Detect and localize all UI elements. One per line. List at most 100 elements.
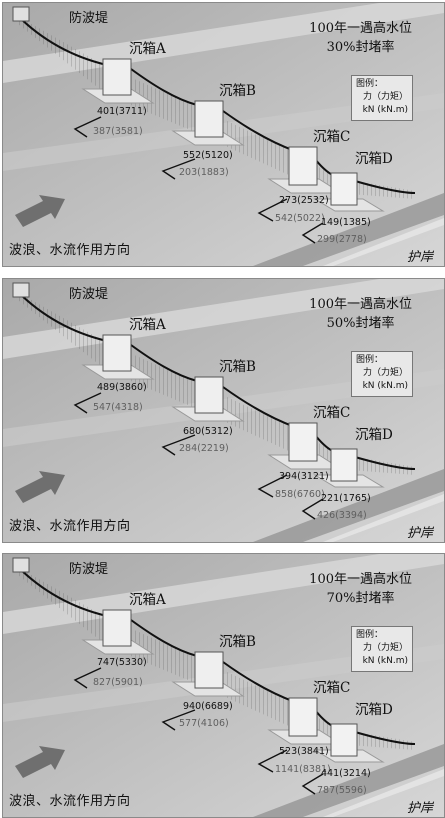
caisson-a-block	[102, 58, 132, 96]
force-arrows	[73, 667, 324, 795]
caisson-d-block	[330, 448, 358, 482]
wave-arrow-icon	[15, 746, 65, 778]
caisson-b-force: 552(5120)	[183, 150, 233, 161]
breakwater-label: 防波堤	[69, 562, 109, 577]
title-line-2: 30%封堵率	[326, 40, 395, 55]
caisson-a-block	[102, 609, 132, 647]
caisson-d-label: 沉箱D	[355, 151, 393, 167]
caisson-b-block	[194, 651, 224, 689]
caisson-a-label: 沉箱A	[129, 317, 166, 333]
legend-title: 图例：	[356, 630, 384, 640]
scenario-panel-2: 防波堤 100年一遇高水位 50%封堵率 图例： 力（力矩） kN (kN.m)…	[2, 278, 445, 543]
force-arrows	[73, 116, 324, 244]
caisson-d-force-alt: 299(2778)	[317, 234, 367, 245]
scenario-panel-1: 防波堤 100年一遇高水位 30%封堵率 图例： 力（力矩） kN (kN.m)…	[2, 2, 445, 267]
title-line-2: 70%封堵率	[326, 591, 395, 606]
legend-row-units: kN (kN.m)	[362, 656, 408, 666]
scenario-panel-3: 防波堤 100年一遇高水位 70%封堵率 图例： 力（力矩） kN (kN.m)…	[2, 553, 445, 818]
title-line-1: 100年一遇高水位	[309, 21, 412, 36]
cable	[16, 290, 416, 470]
shore-label: 护岸	[407, 801, 434, 816]
scene-illustration	[3, 554, 444, 817]
caisson-d-block	[330, 172, 358, 206]
panel-title: 100年一遇高水位 50%封堵率	[309, 295, 412, 333]
breakwater-post	[12, 6, 30, 22]
breakwater-label: 防波堤	[69, 11, 109, 26]
caisson-b-force-alt: 203(1883)	[179, 167, 229, 178]
shore-bands	[253, 193, 444, 266]
caisson-b-force-alt: 577(4106)	[179, 718, 229, 729]
caisson-a-force-alt: 827(5901)	[93, 677, 143, 688]
caisson-a-block	[102, 334, 132, 372]
title-line-1: 100年一遇高水位	[309, 572, 412, 587]
shore-bands	[303, 215, 444, 266]
caisson-d-block	[330, 723, 358, 757]
legend-row-force: 力（力矩）	[362, 643, 408, 653]
shore-label: 护岸	[407, 526, 434, 541]
legend-row-units: kN (kN.m)	[362, 381, 408, 391]
caisson-c-force: 273(2532)	[279, 195, 329, 206]
legend-box: 图例： 力（力矩） kN (kN.m)	[351, 626, 413, 672]
title-line-2: 50%封堵率	[326, 316, 395, 331]
caisson-a-label: 沉箱A	[129, 592, 166, 608]
legend-row-force: 力（力矩）	[362, 92, 408, 102]
shore-bands	[253, 744, 444, 817]
scene-illustration	[3, 279, 444, 542]
legend-row-units: kN (kN.m)	[362, 105, 408, 115]
caisson-a-force: 489(3860)	[97, 382, 147, 393]
caisson-c-force-alt: 858(6760)	[275, 489, 325, 500]
caisson-b-label: 沉箱B	[219, 634, 256, 650]
shore-bands	[253, 469, 444, 542]
caisson-c-block	[288, 146, 318, 186]
caisson-d-force: 221(1765)	[321, 493, 371, 504]
caisson-d-label: 沉箱D	[355, 702, 393, 718]
breakwater-label: 防波堤	[69, 287, 109, 302]
breakwater-post	[12, 557, 30, 573]
caisson-a-force: 401(3711)	[97, 106, 147, 117]
caisson-b-block	[194, 376, 224, 414]
caisson-a-force-alt: 387(3581)	[93, 126, 143, 137]
caisson-a-force-alt: 547(4318)	[93, 402, 143, 413]
caisson-d-label: 沉箱D	[355, 427, 393, 443]
caisson-d-force: 149(1385)	[321, 217, 371, 228]
caisson-b-force: 680(5312)	[183, 426, 233, 437]
caisson-c-label: 沉箱C	[313, 129, 351, 145]
legend-title: 图例：	[356, 355, 384, 365]
wave-direction-label: 波浪、水流作用方向	[9, 794, 131, 809]
caisson-c-force: 394(3121)	[279, 471, 329, 482]
caisson-d-force: 441(3214)	[321, 768, 371, 779]
caisson-c-label: 沉箱C	[313, 405, 351, 421]
wave-direction-label: 波浪、水流作用方向	[9, 519, 131, 534]
scene-illustration	[3, 3, 444, 266]
caisson-d-force-alt: 787(5596)	[317, 785, 367, 796]
caisson-b-force: 940(6689)	[183, 701, 233, 712]
breakwater-post	[12, 282, 30, 298]
caisson-b-force-alt: 284(2219)	[179, 443, 229, 454]
caisson-d-force-alt: 426(3394)	[317, 510, 367, 521]
caisson-c-force-alt: 1141(8381)	[275, 764, 331, 775]
shore-bands	[303, 766, 444, 817]
wave-direction-label: 波浪、水流作用方向	[9, 243, 131, 258]
legend-box: 图例： 力（力矩） kN (kN.m)	[351, 351, 413, 397]
legend-box: 图例： 力（力矩） kN (kN.m)	[351, 75, 413, 121]
caisson-b-block	[194, 100, 224, 138]
wave-arrow-icon	[15, 471, 65, 503]
caisson-c-force: 523(3841)	[279, 746, 329, 757]
shore-label: 护岸	[407, 250, 434, 265]
cable	[16, 14, 416, 194]
legend-title: 图例：	[356, 79, 384, 89]
caisson-a-force: 747(5330)	[97, 657, 147, 668]
wave-arrow-icon	[15, 195, 65, 227]
shore-bands	[303, 491, 444, 542]
caisson-b-label: 沉箱B	[219, 83, 256, 99]
caisson-a-label: 沉箱A	[129, 41, 166, 57]
caisson-b-label: 沉箱B	[219, 359, 256, 375]
panel-title: 100年一遇高水位 30%封堵率	[309, 19, 412, 57]
title-line-1: 100年一遇高水位	[309, 297, 412, 312]
legend-row-force: 力（力矩）	[362, 368, 408, 378]
caisson-c-block	[288, 697, 318, 737]
caisson-c-label: 沉箱C	[313, 680, 351, 696]
caisson-c-force-alt: 542(5022)	[275, 213, 325, 224]
panel-title: 100年一遇高水位 70%封堵率	[309, 570, 412, 608]
caisson-c-block	[288, 422, 318, 462]
